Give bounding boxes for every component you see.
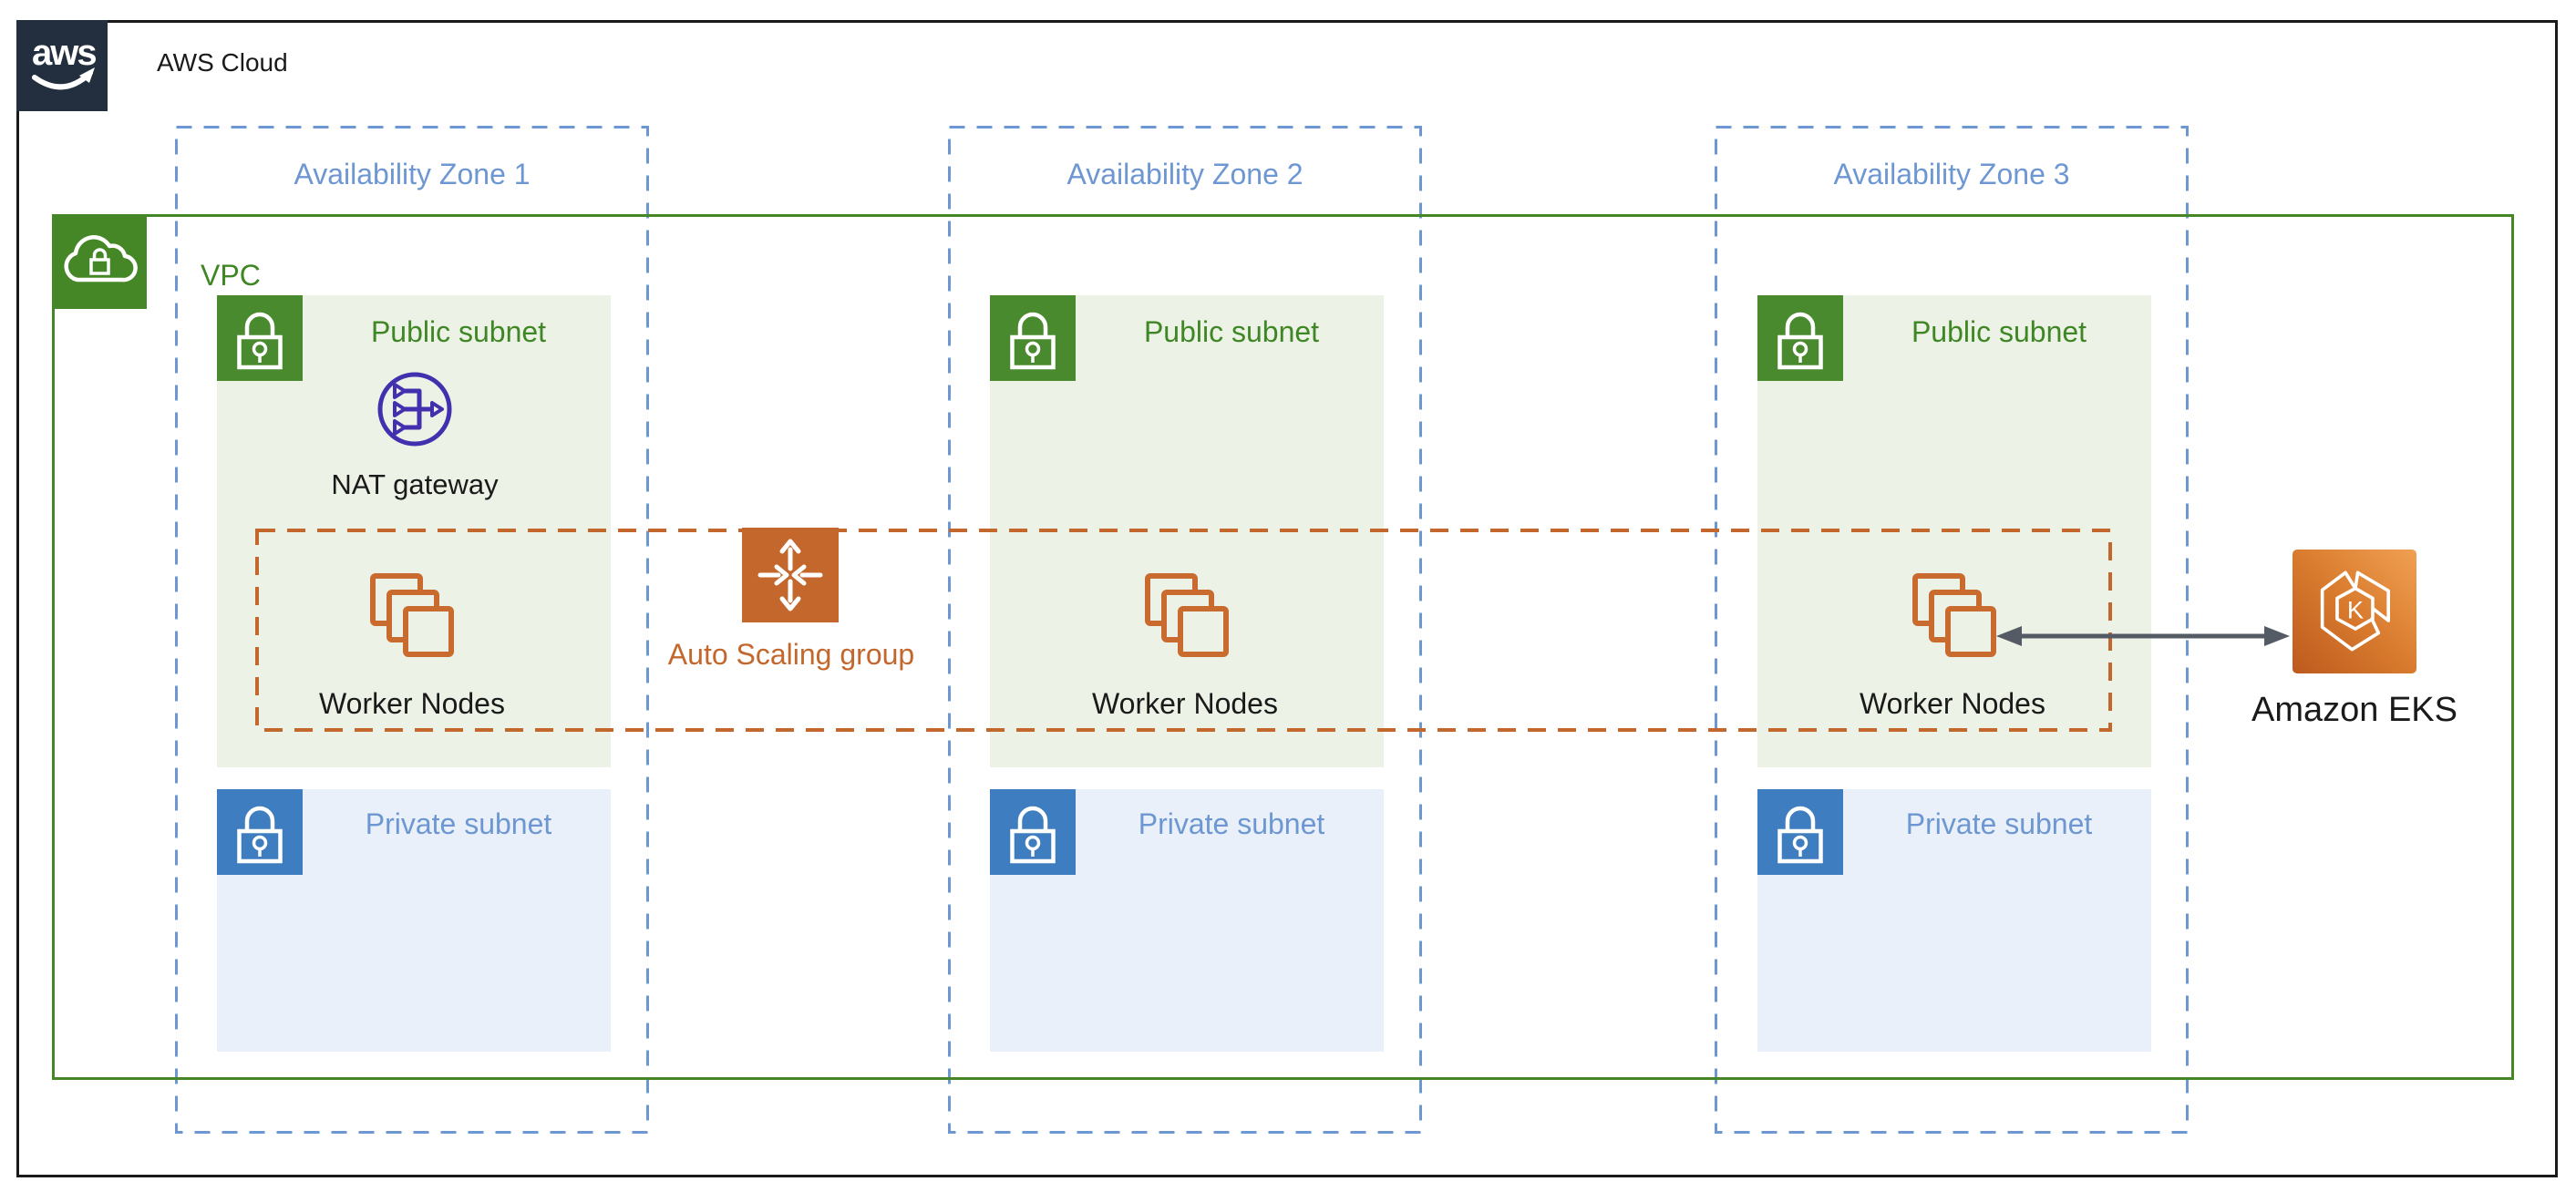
availability-zone-1-label: Availability Zone 1 xyxy=(294,158,531,190)
nat-gateway-label: NAT gateway xyxy=(331,468,499,500)
public-subnet-icon-az1 xyxy=(217,295,303,381)
public-subnet-label-az3: Public subnet xyxy=(1911,315,2087,348)
amazon-eks-icon: K xyxy=(2293,550,2416,673)
worker-nodes-label-az3: Worker Nodes xyxy=(1860,687,2045,720)
public-subnet-icon-az2 xyxy=(990,295,1076,381)
worker-nodes-icon-az3 xyxy=(1911,571,1998,659)
lock-icon xyxy=(237,806,283,864)
worker-eks-arrow xyxy=(1996,626,2290,646)
private-subnet-label-az1: Private subnet xyxy=(365,807,552,840)
aws-logo-text: aws xyxy=(32,33,98,73)
lock-icon xyxy=(1010,312,1056,370)
auto-scaling-group-border xyxy=(255,529,2112,732)
amazon-eks-label: Amazon EKS xyxy=(2251,691,2458,729)
lock-icon xyxy=(1777,806,1823,864)
private-subnet-icon-az1 xyxy=(217,789,303,875)
private-subnet-icon-az2 xyxy=(990,789,1076,875)
nat-gateway-icon xyxy=(374,368,456,450)
worker-nodes-icon-az2 xyxy=(1143,571,1231,659)
availability-zone-2-label: Availability Zone 2 xyxy=(1066,158,1303,190)
vpc-container xyxy=(52,214,2514,1080)
public-subnet-label-az1: Public subnet xyxy=(370,315,547,348)
lock-icon xyxy=(1010,806,1056,864)
vpc-icon xyxy=(52,214,147,309)
aws-cloud-title: AWS Cloud xyxy=(157,48,288,77)
public-subnet-label-az2: Public subnet xyxy=(1143,315,1320,348)
private-subnet-label-az3: Private subnet xyxy=(1905,807,2093,840)
private-subnet-icon-az3 xyxy=(1757,789,1843,875)
auto-scaling-group-icon xyxy=(742,528,839,622)
worker-nodes-label-az2: Worker Nodes xyxy=(1092,687,1278,720)
aws-cloud-container xyxy=(16,20,2558,1177)
worker-nodes-icon-az1 xyxy=(368,571,456,659)
availability-zone-3-label: Availability Zone 3 xyxy=(1833,158,2070,190)
auto-scaling-group-label: Auto Scaling group xyxy=(667,638,915,671)
public-subnet-icon-az3 xyxy=(1757,295,1843,381)
lock-icon xyxy=(237,312,283,370)
eks-k-letter: K xyxy=(2347,595,2364,623)
aws-logo-icon: aws xyxy=(16,20,108,111)
lock-icon xyxy=(1777,312,1823,370)
aws-smile-icon xyxy=(32,67,95,90)
vpc-label: VPC xyxy=(201,259,261,292)
worker-nodes-label-az1: Worker Nodes xyxy=(319,687,505,720)
private-subnet-label-az2: Private subnet xyxy=(1138,807,1325,840)
